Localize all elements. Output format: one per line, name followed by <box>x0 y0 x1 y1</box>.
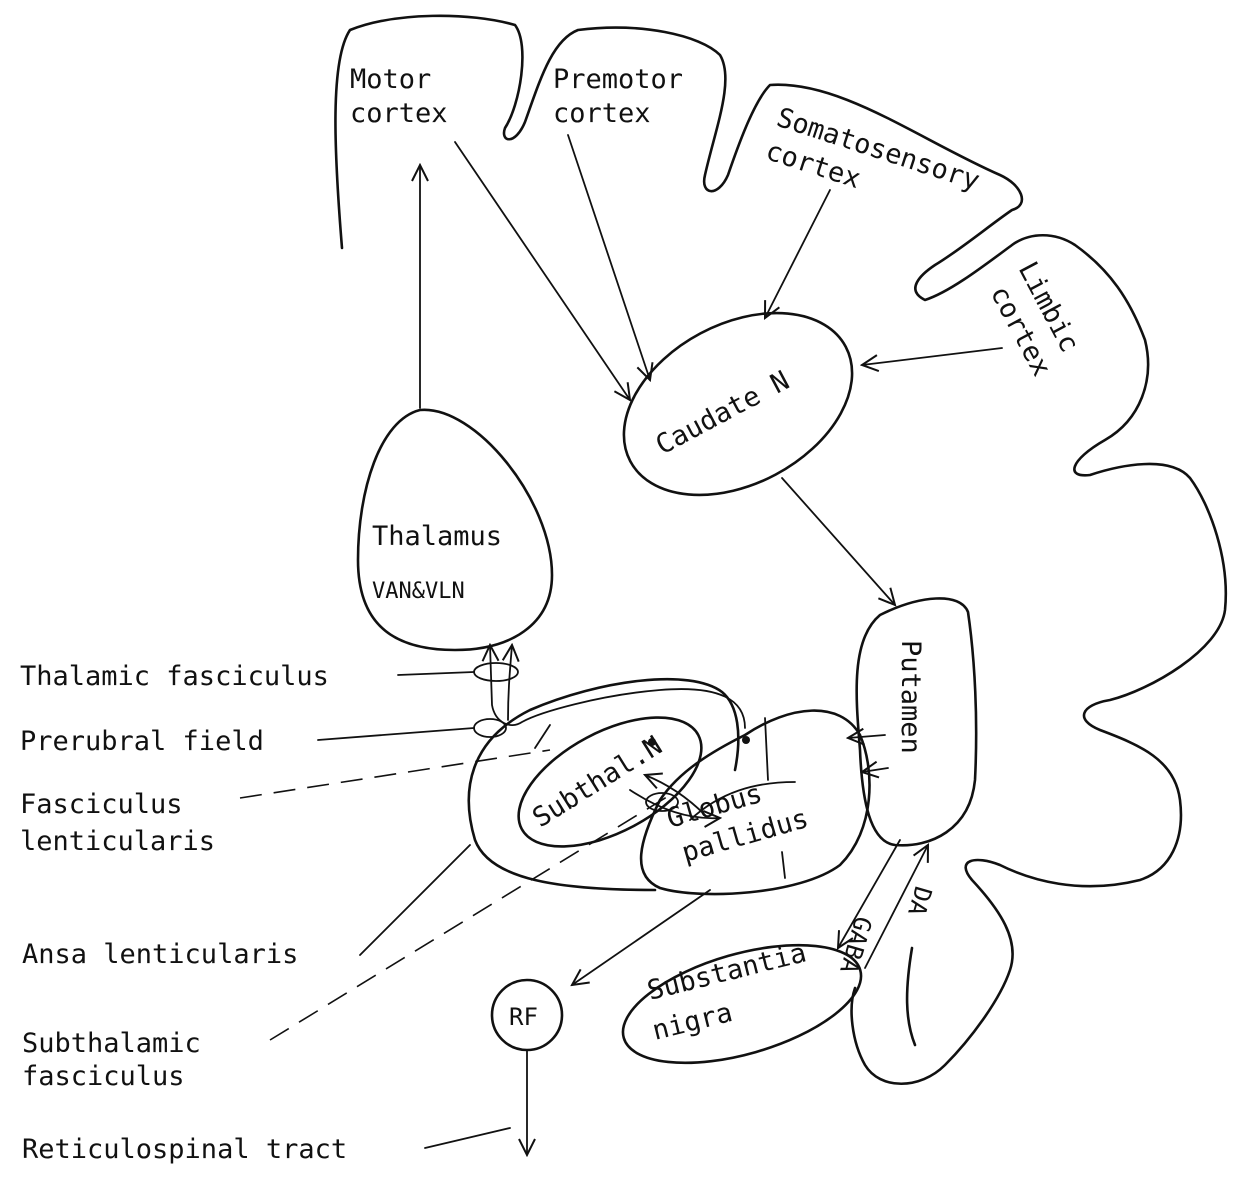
arrow-premotor-to-caudate <box>567 134 650 380</box>
leader-ansa <box>359 844 471 956</box>
pallidus-inner-line <box>689 781 796 821</box>
putamen-label: Putamen <box>895 640 926 754</box>
arrow-pallidus-return <box>508 645 512 721</box>
putamen <box>855 597 978 847</box>
leader-reticulospinal <box>424 1127 511 1149</box>
rf-label: RF <box>509 1003 538 1031</box>
arrow-pallidus-to-thalamus <box>490 645 746 729</box>
thalamus-label: Thalamus <box>372 521 502 552</box>
arrow-putamen-to-pallidus-1 <box>848 735 886 738</box>
reticulospinal-tract-label: Reticulospinal tract <box>22 1134 347 1165</box>
fasciculus-lenticularis-label: Fasciculus <box>20 789 183 820</box>
globus-pallidus <box>639 709 871 896</box>
pallidus-divider-bottom <box>781 851 786 879</box>
thalamus-sub-label: VAN&VLN <box>372 579 465 604</box>
pallidus-dot <box>742 736 750 744</box>
nigra-label: nigra <box>649 997 735 1047</box>
prerubral-field-label: Prerubral field <box>20 726 264 757</box>
caudate-label: Caudate N <box>651 365 795 461</box>
arrow-subthalamic-to-pallidus <box>629 789 720 818</box>
subthalamic-nucleus <box>517 716 703 848</box>
motor-cortex-label: Motor <box>350 64 431 95</box>
arrow-somatosensory-to-caudate <box>765 189 831 318</box>
arrow-motor-to-caudate <box>454 141 630 400</box>
thalamic-fasciculus-label: Thalamic fasciculus <box>20 661 329 692</box>
cortex-outline <box>334 14 1228 1085</box>
lenticular-loop <box>467 678 740 892</box>
caudate-nucleus <box>622 311 854 497</box>
subthalamic-fasciculus-label-2: fasciculus <box>22 1061 185 1092</box>
subthalamic-fasciculus-label: Subthalamic <box>22 1028 201 1059</box>
arrow-nigra-to-putamen <box>864 845 928 969</box>
substantia-nigra <box>621 943 863 1065</box>
ansa-lenticularis-label: Ansa lenticularis <box>22 939 298 970</box>
premotor-cortex-label-2: cortex <box>553 98 651 129</box>
fasciculus-lenticularis-label-2: lenticularis <box>20 826 215 857</box>
arrow-pallidus-to-subthalamic <box>645 775 706 816</box>
cortex-inner-fold <box>905 946 917 1047</box>
subthalamic-fasciculus-dash <box>269 794 671 1041</box>
lenticular-loop-marker <box>645 792 679 812</box>
leader-prerubral-field <box>317 727 475 741</box>
arrow-putamen-to-pallidus-2 <box>862 768 889 772</box>
arrow-pallidus-to-rf <box>572 889 711 985</box>
arrow-caudate-to-putamen <box>781 477 895 605</box>
fasciculus-link <box>534 724 551 749</box>
leader-thalamic-fasciculus <box>397 671 475 676</box>
fasciculus-lenticularis-dash <box>239 749 551 799</box>
pallidus-divider-top <box>764 717 769 781</box>
da-label: DA <box>902 883 937 919</box>
thalamus <box>356 408 554 652</box>
arrow-putamen-to-nigra <box>838 839 901 948</box>
subthalamic-dot <box>648 738 656 746</box>
premotor-cortex-label: Premotor <box>553 64 683 95</box>
motor-cortex-label-2: cortex <box>350 98 448 129</box>
thalamic-fasciculus-loop <box>473 662 519 682</box>
arrow-limbic-to-caudate <box>862 347 1003 365</box>
